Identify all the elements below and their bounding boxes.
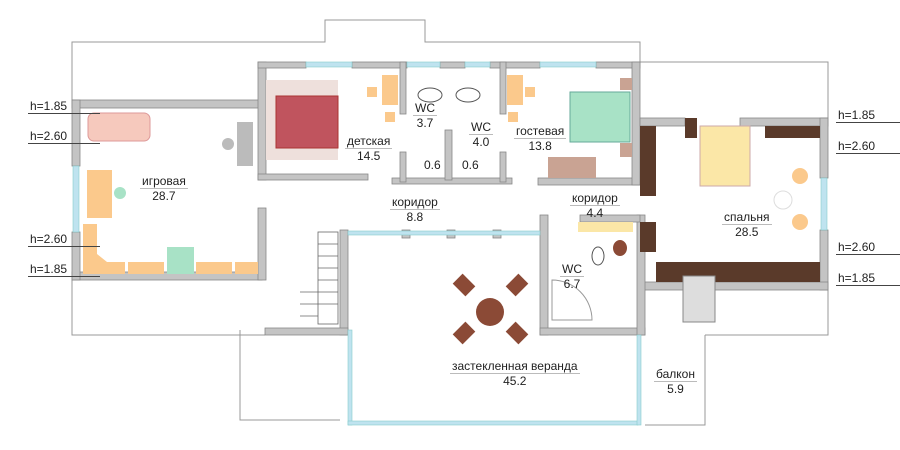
shower-label-1: 0.6 — [424, 158, 441, 172]
height-mark-right-3: h=2.60 — [836, 240, 900, 255]
height-mark-left-2: h=2.60 — [28, 129, 100, 144]
bedroom-brown-walls — [640, 118, 820, 282]
height-mark-left-3: h=2.60 — [28, 232, 100, 247]
height-mark-left-1: h=1.85 — [28, 99, 100, 114]
staircase — [300, 231, 339, 325]
furniture — [83, 75, 808, 345]
windows — [72, 61, 828, 426]
height-mark-right-2: h=2.60 — [836, 139, 900, 154]
height-mark-right-1: h=1.85 — [836, 108, 900, 123]
height-mark-right-4: h=1.85 — [836, 271, 900, 286]
height-mark-left-4: h=1.85 — [28, 262, 100, 277]
shower-label-2: 0.6 — [462, 158, 479, 172]
walls — [71, 61, 829, 336]
roof-outline — [71, 19, 829, 426]
